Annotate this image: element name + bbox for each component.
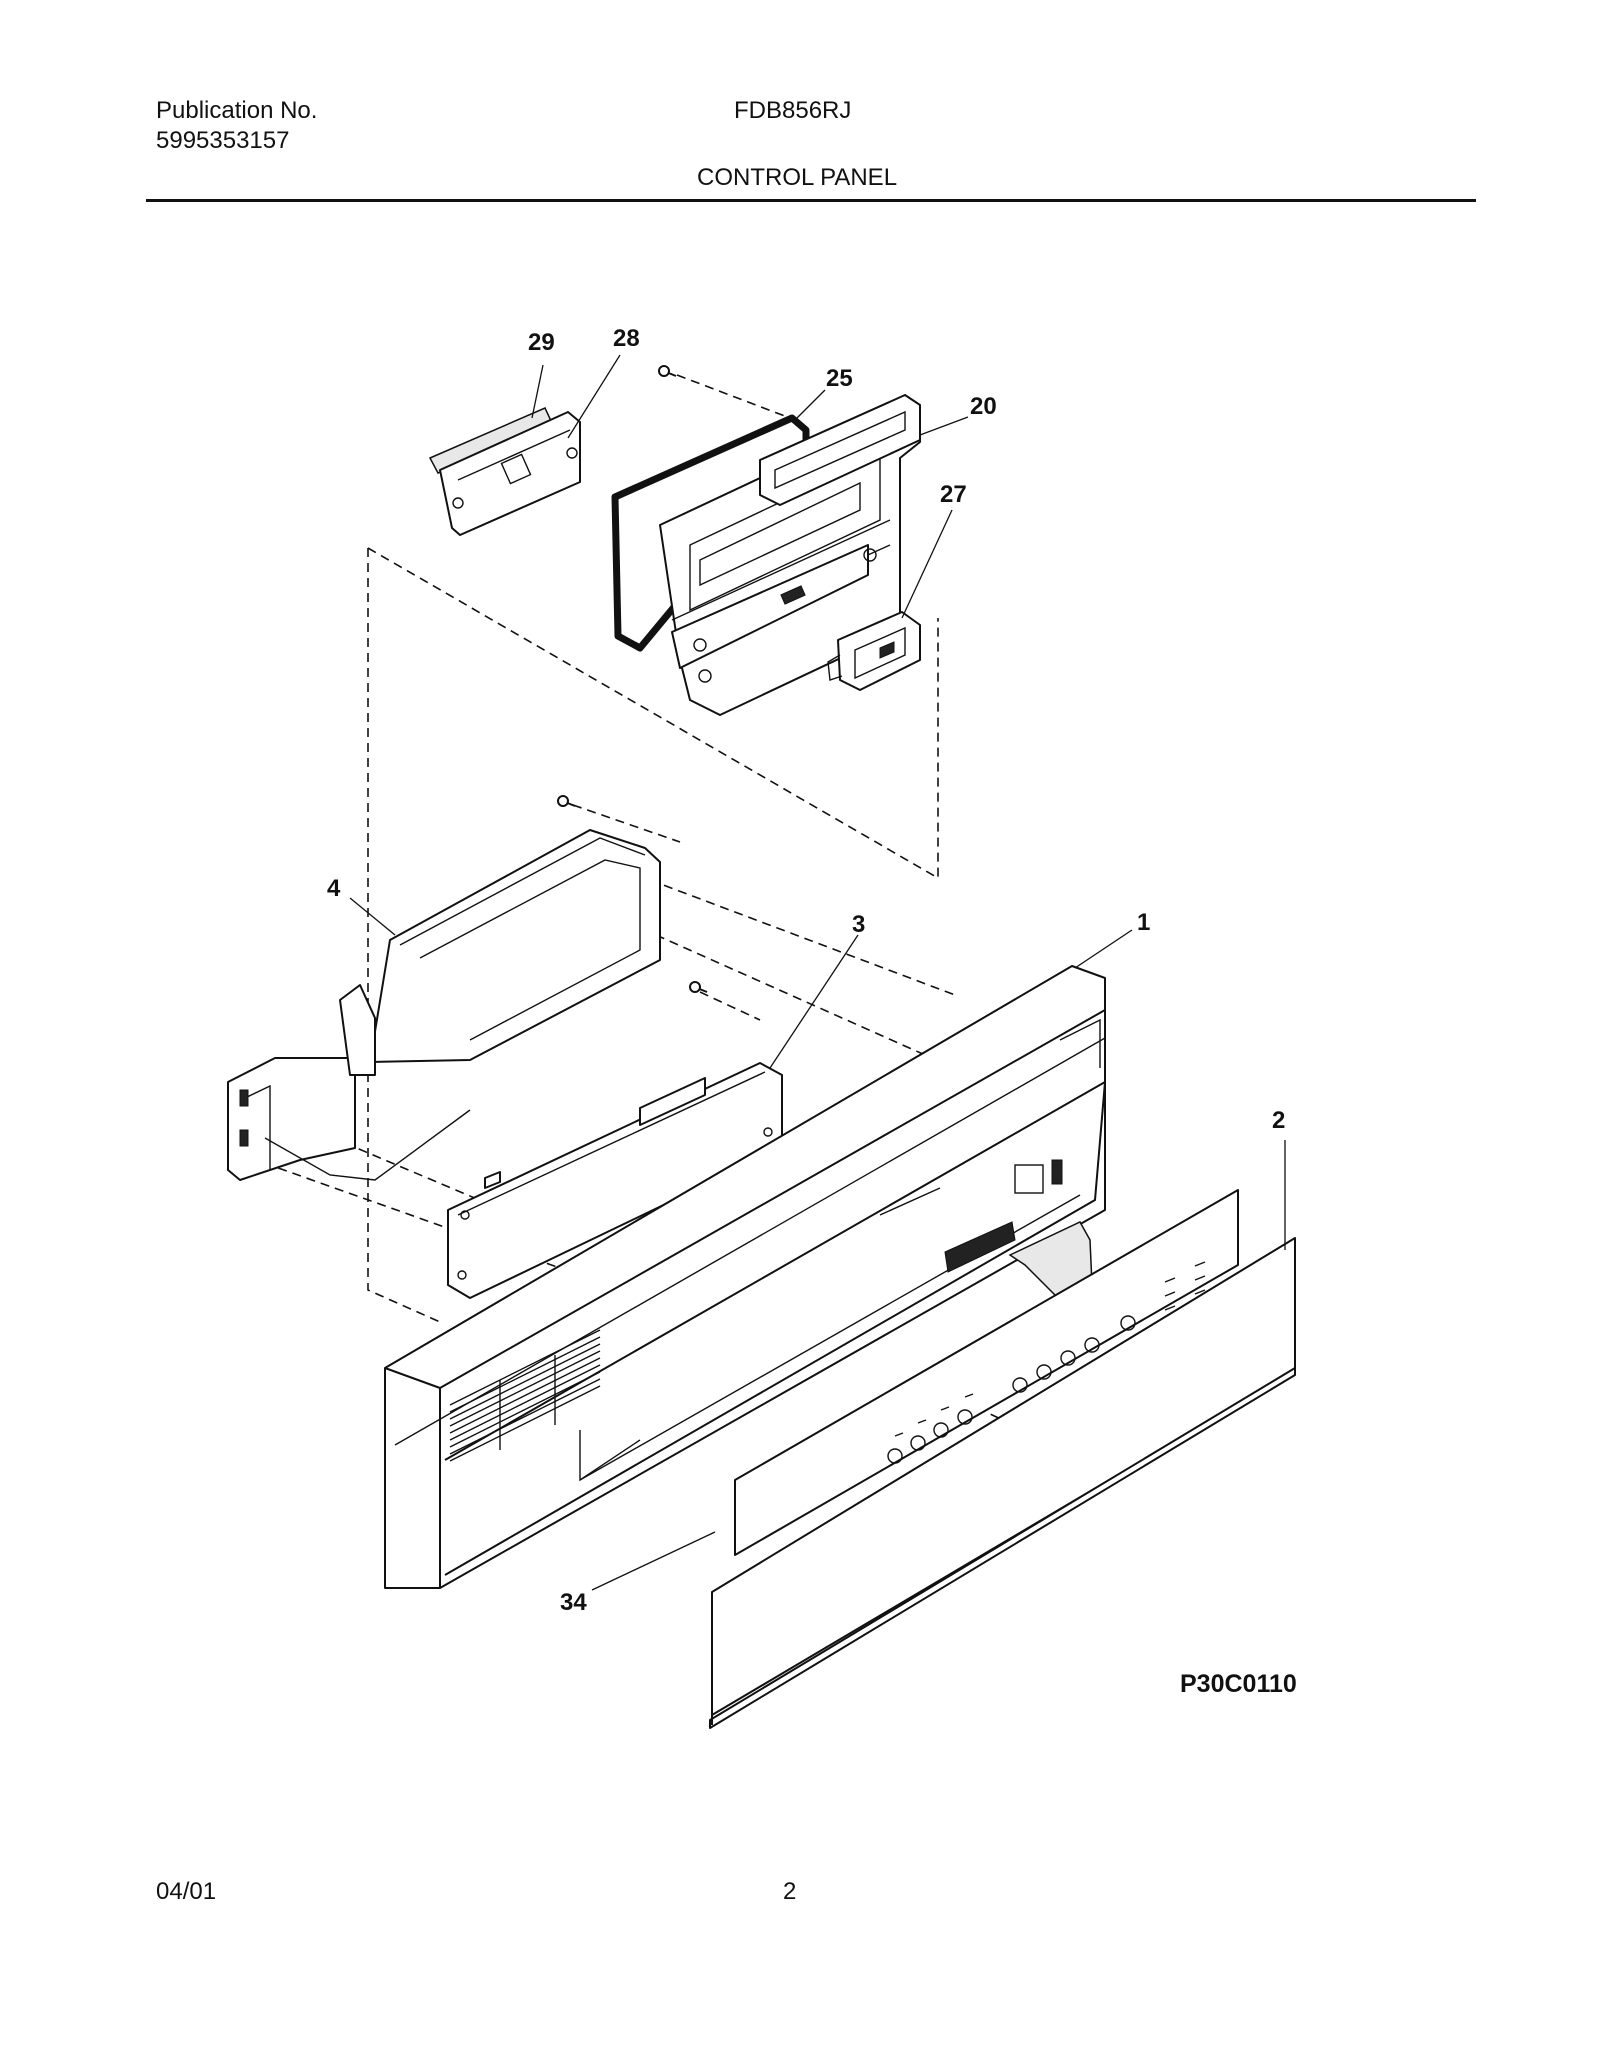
callout-3: 3 bbox=[852, 911, 865, 938]
screws bbox=[557, 365, 708, 993]
overlay-buttons bbox=[887, 1261, 1206, 1464]
footer-page-number: 2 bbox=[783, 1878, 797, 1905]
part-2-trim-panel bbox=[709, 1367, 1296, 1729]
leader-lines bbox=[349, 354, 1286, 1591]
callout-4: 4 bbox=[327, 875, 341, 902]
callout-34: 34 bbox=[560, 1589, 587, 1616]
callout-27: 27 bbox=[940, 481, 967, 508]
part-29-28-cover bbox=[428, 407, 581, 536]
vent-slots bbox=[449, 1329, 601, 1462]
part-4-bracket bbox=[227, 829, 661, 1181]
callout-29: 29 bbox=[528, 329, 555, 356]
model-number: FDB856RJ bbox=[734, 97, 852, 124]
callout-25: 25 bbox=[826, 365, 853, 392]
publication-number: 5995353157 bbox=[156, 127, 290, 154]
callout-28: 28 bbox=[613, 325, 640, 352]
callout-labels: 29 28 25 20 27 4 3 1 2 34 bbox=[327, 325, 1285, 1616]
callout-2: 2 bbox=[1272, 1107, 1285, 1134]
part-27-latch bbox=[827, 611, 921, 691]
callout-20: 20 bbox=[970, 393, 997, 420]
header-rule bbox=[146, 199, 1476, 202]
figure-code: P30C0110 bbox=[1180, 1670, 1297, 1698]
callout-1: 1 bbox=[1137, 909, 1150, 936]
footer-date: 04/01 bbox=[156, 1878, 217, 1905]
section-title: CONTROL PANEL bbox=[697, 164, 898, 191]
publication-label: Publication No. bbox=[156, 97, 318, 124]
part-34-overlay bbox=[734, 1189, 1239, 1556]
part-1-panel-body bbox=[384, 965, 1106, 1589]
